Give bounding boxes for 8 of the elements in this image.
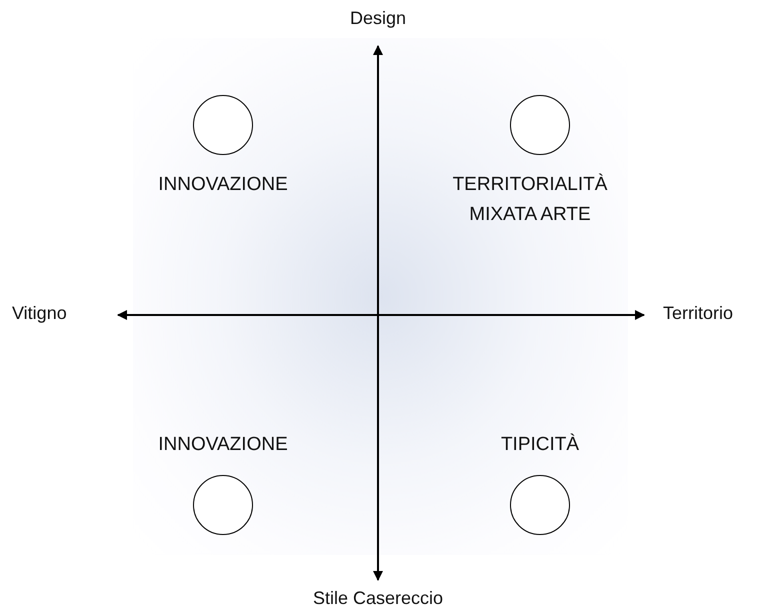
- quadrant-label: TIPICITÀ: [500, 432, 580, 457]
- quadrant-label: TERRITORIALITÀ MIXATA ARTE: [452, 172, 608, 227]
- quadrant-label: INNOVAZIONE: [157, 433, 289, 457]
- axis-label: Territorio: [663, 303, 734, 324]
- axis-label: Stile Casereccio: [312, 588, 444, 609]
- quadrant-label: INNOVAZIONE: [157, 173, 289, 197]
- axis-label: Vitigno: [12, 303, 67, 324]
- axis-label: Design: [350, 8, 406, 29]
